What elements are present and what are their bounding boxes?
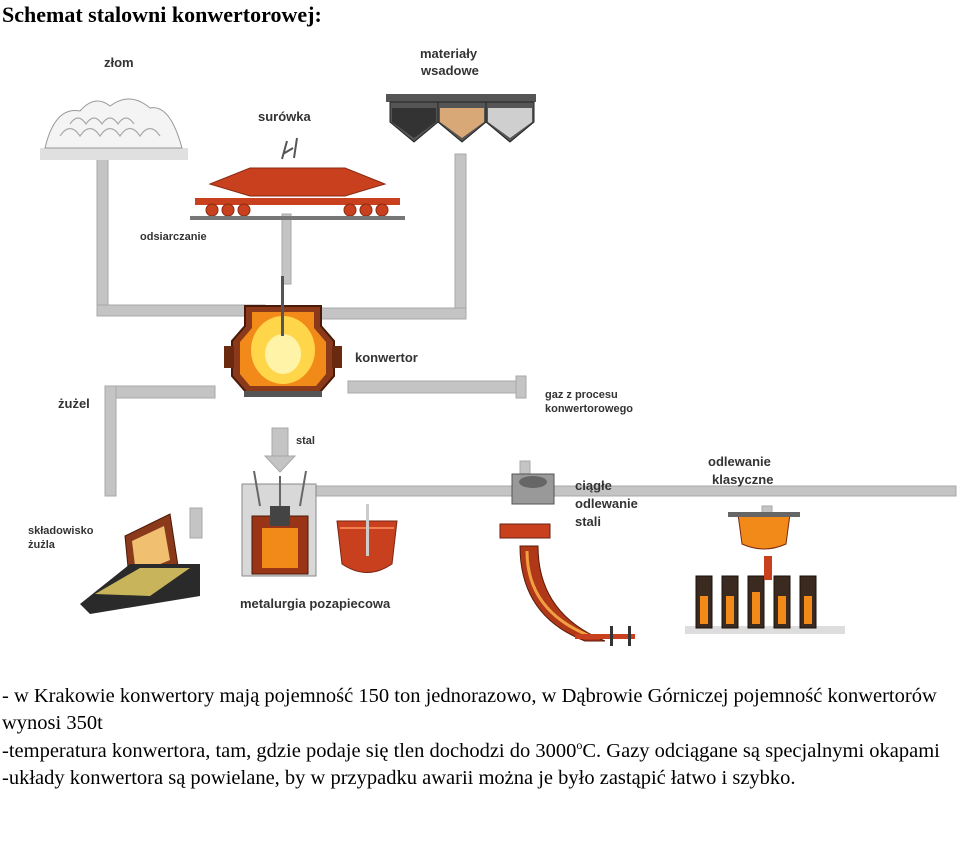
- pipe-materials-left: [299, 307, 467, 320]
- scrap-pile: [40, 98, 188, 160]
- pipe-iron-down: [281, 213, 292, 285]
- arrow-steel: [263, 455, 297, 473]
- label-gaz-1: gaz z procesu: [545, 389, 618, 401]
- notes: - w Krakowie konwertory mają pojemność 1…: [2, 683, 958, 792]
- classic-casting: [685, 512, 845, 634]
- pipe-gas-arrow: [515, 375, 527, 399]
- pipe-scrap-right: [96, 304, 266, 317]
- steelworks-diagram: złom materiały wsadowe surówka odsiarcza…: [28, 46, 957, 646]
- pipe-scrap-down: [96, 155, 109, 317]
- page-title: Schemat stalowni konwertorowej:: [2, 2, 322, 27]
- label-odsiarczanie: odsiarczanie: [140, 231, 207, 243]
- label-ciagle-3: stali: [575, 514, 601, 529]
- label-odlewanie-klasyczne-2: klasyczne: [712, 472, 773, 487]
- pipe-slag-down: [104, 385, 117, 497]
- note-redundancy: -układy konwertora są powielane, by w pr…: [2, 766, 796, 789]
- label-konwertor: konwertor: [355, 350, 418, 365]
- secondary-metallurgy: [241, 470, 398, 577]
- label-gaz-2: konwertorowego: [545, 403, 633, 415]
- label-materialy-1: materiały: [420, 46, 478, 61]
- label-metalurgia: metalurgia pozapiecowa: [240, 596, 391, 611]
- pipe-materials-down: [454, 153, 467, 320]
- continuous-casting: [499, 473, 635, 646]
- pipe-steel-down: [271, 427, 289, 459]
- slag-dump: [80, 513, 200, 614]
- label-materialy-2: wsadowe: [420, 63, 479, 78]
- charge-hoppers: [386, 94, 536, 143]
- label-stal: stal: [296, 435, 315, 447]
- pipe-gas-horizontal: [347, 380, 517, 394]
- note-temperature: -temperatura konwertora, tam, gdzie poda…: [2, 737, 940, 762]
- pipe-to-dump: [189, 507, 203, 539]
- label-zuzel: żużel: [58, 396, 90, 411]
- torpedo-car: [190, 137, 405, 220]
- label-surowka: surówka: [258, 109, 312, 124]
- label-skladowisko-1: składowisko: [28, 525, 94, 537]
- pipe-right-horizontal: [315, 485, 957, 497]
- label-odlewanie-klasyczne-1: odlewanie: [708, 454, 771, 469]
- label-ciagle-1: ciągłe: [575, 478, 612, 493]
- note-capacity: - w Krakowie konwertory mają pojemność 1…: [2, 685, 937, 735]
- label-zlom: złom: [104, 55, 134, 70]
- pipe-slag-horizontal: [104, 385, 216, 399]
- label-ciagle-2: odlewanie: [575, 496, 638, 511]
- converter: [224, 276, 342, 397]
- label-skladowisko-2: żużla: [28, 539, 56, 551]
